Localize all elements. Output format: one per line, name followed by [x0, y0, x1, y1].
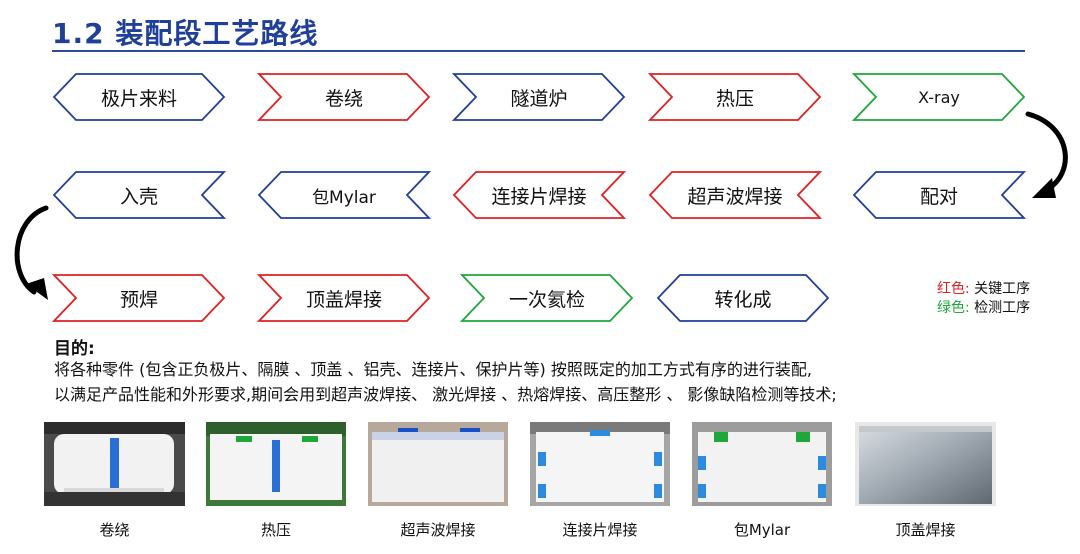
photo-caption-top-cover: 顶盖焊接 [895, 521, 956, 539]
step-helium-check: 一次氦检 [460, 273, 634, 323]
step-label: 配对 [919, 185, 958, 208]
photo-caption-winding: 卷绕 [99, 521, 130, 539]
tab-weld-photo [530, 422, 670, 506]
page-title: 1.2 装配段工艺路线 [52, 17, 319, 50]
step-label: 超声波焊接 [687, 185, 783, 208]
step-label: 入壳 [119, 185, 158, 208]
legend-green-text: 检测工序 [974, 300, 1031, 316]
ultrasonic-weld-photo [368, 422, 508, 506]
step-label: 连接片焊接 [491, 185, 587, 208]
curve-arrow-left-icon [14, 205, 49, 300]
step-label: 隧道炉 [510, 87, 568, 110]
step-pairing: 配对 [852, 170, 1026, 220]
purpose-heading: 目的: [54, 339, 95, 359]
step-label: 顶盖焊接 [305, 288, 382, 311]
top-cover-weld-photo [855, 422, 996, 506]
jelly-roll-photo [44, 422, 185, 506]
step-label: X-ray [918, 87, 960, 107]
step-top-cover-welding: 顶盖焊接 [257, 273, 431, 323]
photo-caption-ultrasonic: 超声波焊接 [400, 521, 476, 539]
photo-caption-mylar: 包Mylar [733, 521, 791, 539]
purpose-line-2: 以满足产品性能和外形要求,期间会用到超声波焊接、 激光焊接 、热熔焊接、高压整形… [54, 385, 837, 404]
step-ultrasonic-welding: 超声波焊接 [648, 170, 822, 220]
legend-green-label: 绿色: [937, 300, 970, 316]
mylar-wrap-photo [692, 422, 832, 506]
step-pre-welding: 预焊 [52, 273, 226, 323]
photo-caption-hot-press: 热压 [260, 521, 291, 539]
step-tab-welding: 连接片焊接 [452, 170, 626, 220]
step-hot-press: 热压 [648, 72, 822, 122]
hot-press-photo [206, 422, 346, 506]
step-to-formation: 转化成 [656, 273, 830, 323]
curve-arrow-right-icon [1025, 111, 1068, 198]
step-label: 卷绕 [324, 87, 363, 110]
step-mylar-wrap: 包Mylar [257, 170, 431, 220]
step-label: 预焊 [119, 288, 158, 311]
step-label: 转化成 [714, 288, 772, 311]
step-x-ray: X-ray [852, 72, 1026, 122]
step-label: 一次氦检 [508, 288, 585, 311]
step-winding: 卷绕 [257, 72, 431, 122]
step-tunnel-oven: 隧道炉 [452, 72, 626, 122]
purpose-line-1: 将各种零件 (包含正负极片、隔膜 、顶盖 、铝壳、连接片、保护片等) 按照既定的… [54, 360, 812, 379]
photo-caption-tab-weld: 连接片焊接 [562, 521, 638, 539]
step-label: 热压 [715, 87, 754, 110]
legend: 红色: 关键工序 绿色: 检测工序 [937, 280, 1030, 318]
step-label: 包Mylar [312, 187, 376, 208]
step-into-case: 入壳 [52, 170, 226, 220]
legend-red-label: 红色: [937, 281, 970, 297]
purpose-text: 将各种零件 (包含正负极片、隔膜 、顶盖 、铝壳、连接片、保护片等) 按照既定的… [54, 357, 1054, 407]
step-electrode-incoming: 极片来料 [52, 72, 226, 122]
legend-red-text: 关键工序 [974, 281, 1031, 297]
step-label: 极片来料 [100, 87, 177, 110]
title-divider [52, 50, 1025, 52]
